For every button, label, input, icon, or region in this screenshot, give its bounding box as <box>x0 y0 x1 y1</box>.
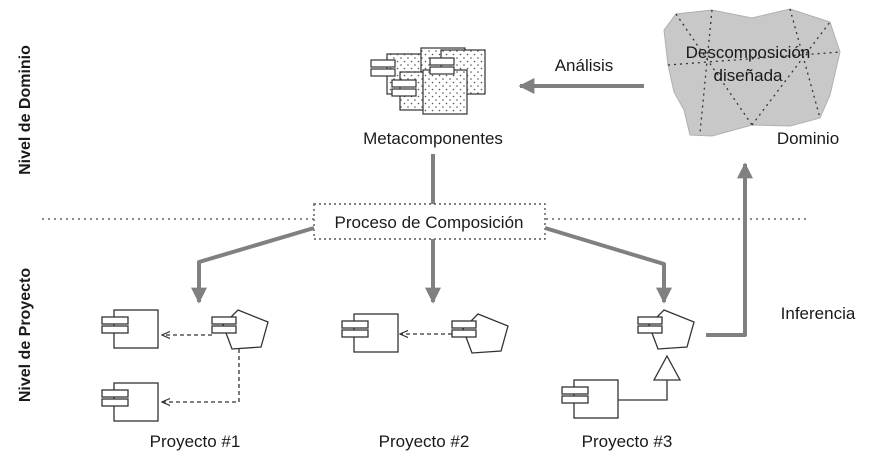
decomposition-label-line2: diseñada <box>713 66 783 85</box>
project3-diagram <box>561 309 695 419</box>
dependency-arrow <box>162 349 240 402</box>
composition-process-label: Proceso de Composición <box>335 213 524 232</box>
project2-diagram <box>341 313 509 354</box>
component-icon <box>341 313 399 353</box>
project-level-label: Nivel de Proyecto <box>17 268 34 403</box>
component-icon <box>561 379 619 419</box>
inference-label: Inferencia <box>781 304 856 323</box>
inheritance-triangle <box>652 354 682 381</box>
process-to-project3-arrow <box>544 226 672 304</box>
metacomponents-label: Metacomponentes <box>363 129 503 148</box>
decomposition-label-line1: Descomposición <box>686 43 811 62</box>
domain-decomposition-shape <box>663 8 841 137</box>
project3-label: Proyecto #3 <box>582 432 673 451</box>
project1-label: Proyecto #1 <box>150 432 241 451</box>
domain-label: Dominio <box>777 129 839 148</box>
pentagon-component-icon <box>211 309 269 350</box>
component-icon <box>101 309 159 349</box>
pentagon-component-icon <box>637 309 695 350</box>
domain-level-label: Nivel de Dominio <box>17 45 34 175</box>
pentagon-component-icon <box>451 313 509 354</box>
project1-diagram <box>101 309 269 422</box>
inheritance-link <box>618 380 668 401</box>
process-to-project1-arrow <box>191 226 315 304</box>
inference-arrow <box>706 162 753 337</box>
project2-label: Proyecto #2 <box>379 432 470 451</box>
composition-process-box <box>313 203 546 240</box>
analysis-label: Análisis <box>555 56 614 75</box>
component-icon <box>101 382 159 422</box>
metacomponents-icon <box>370 47 486 115</box>
